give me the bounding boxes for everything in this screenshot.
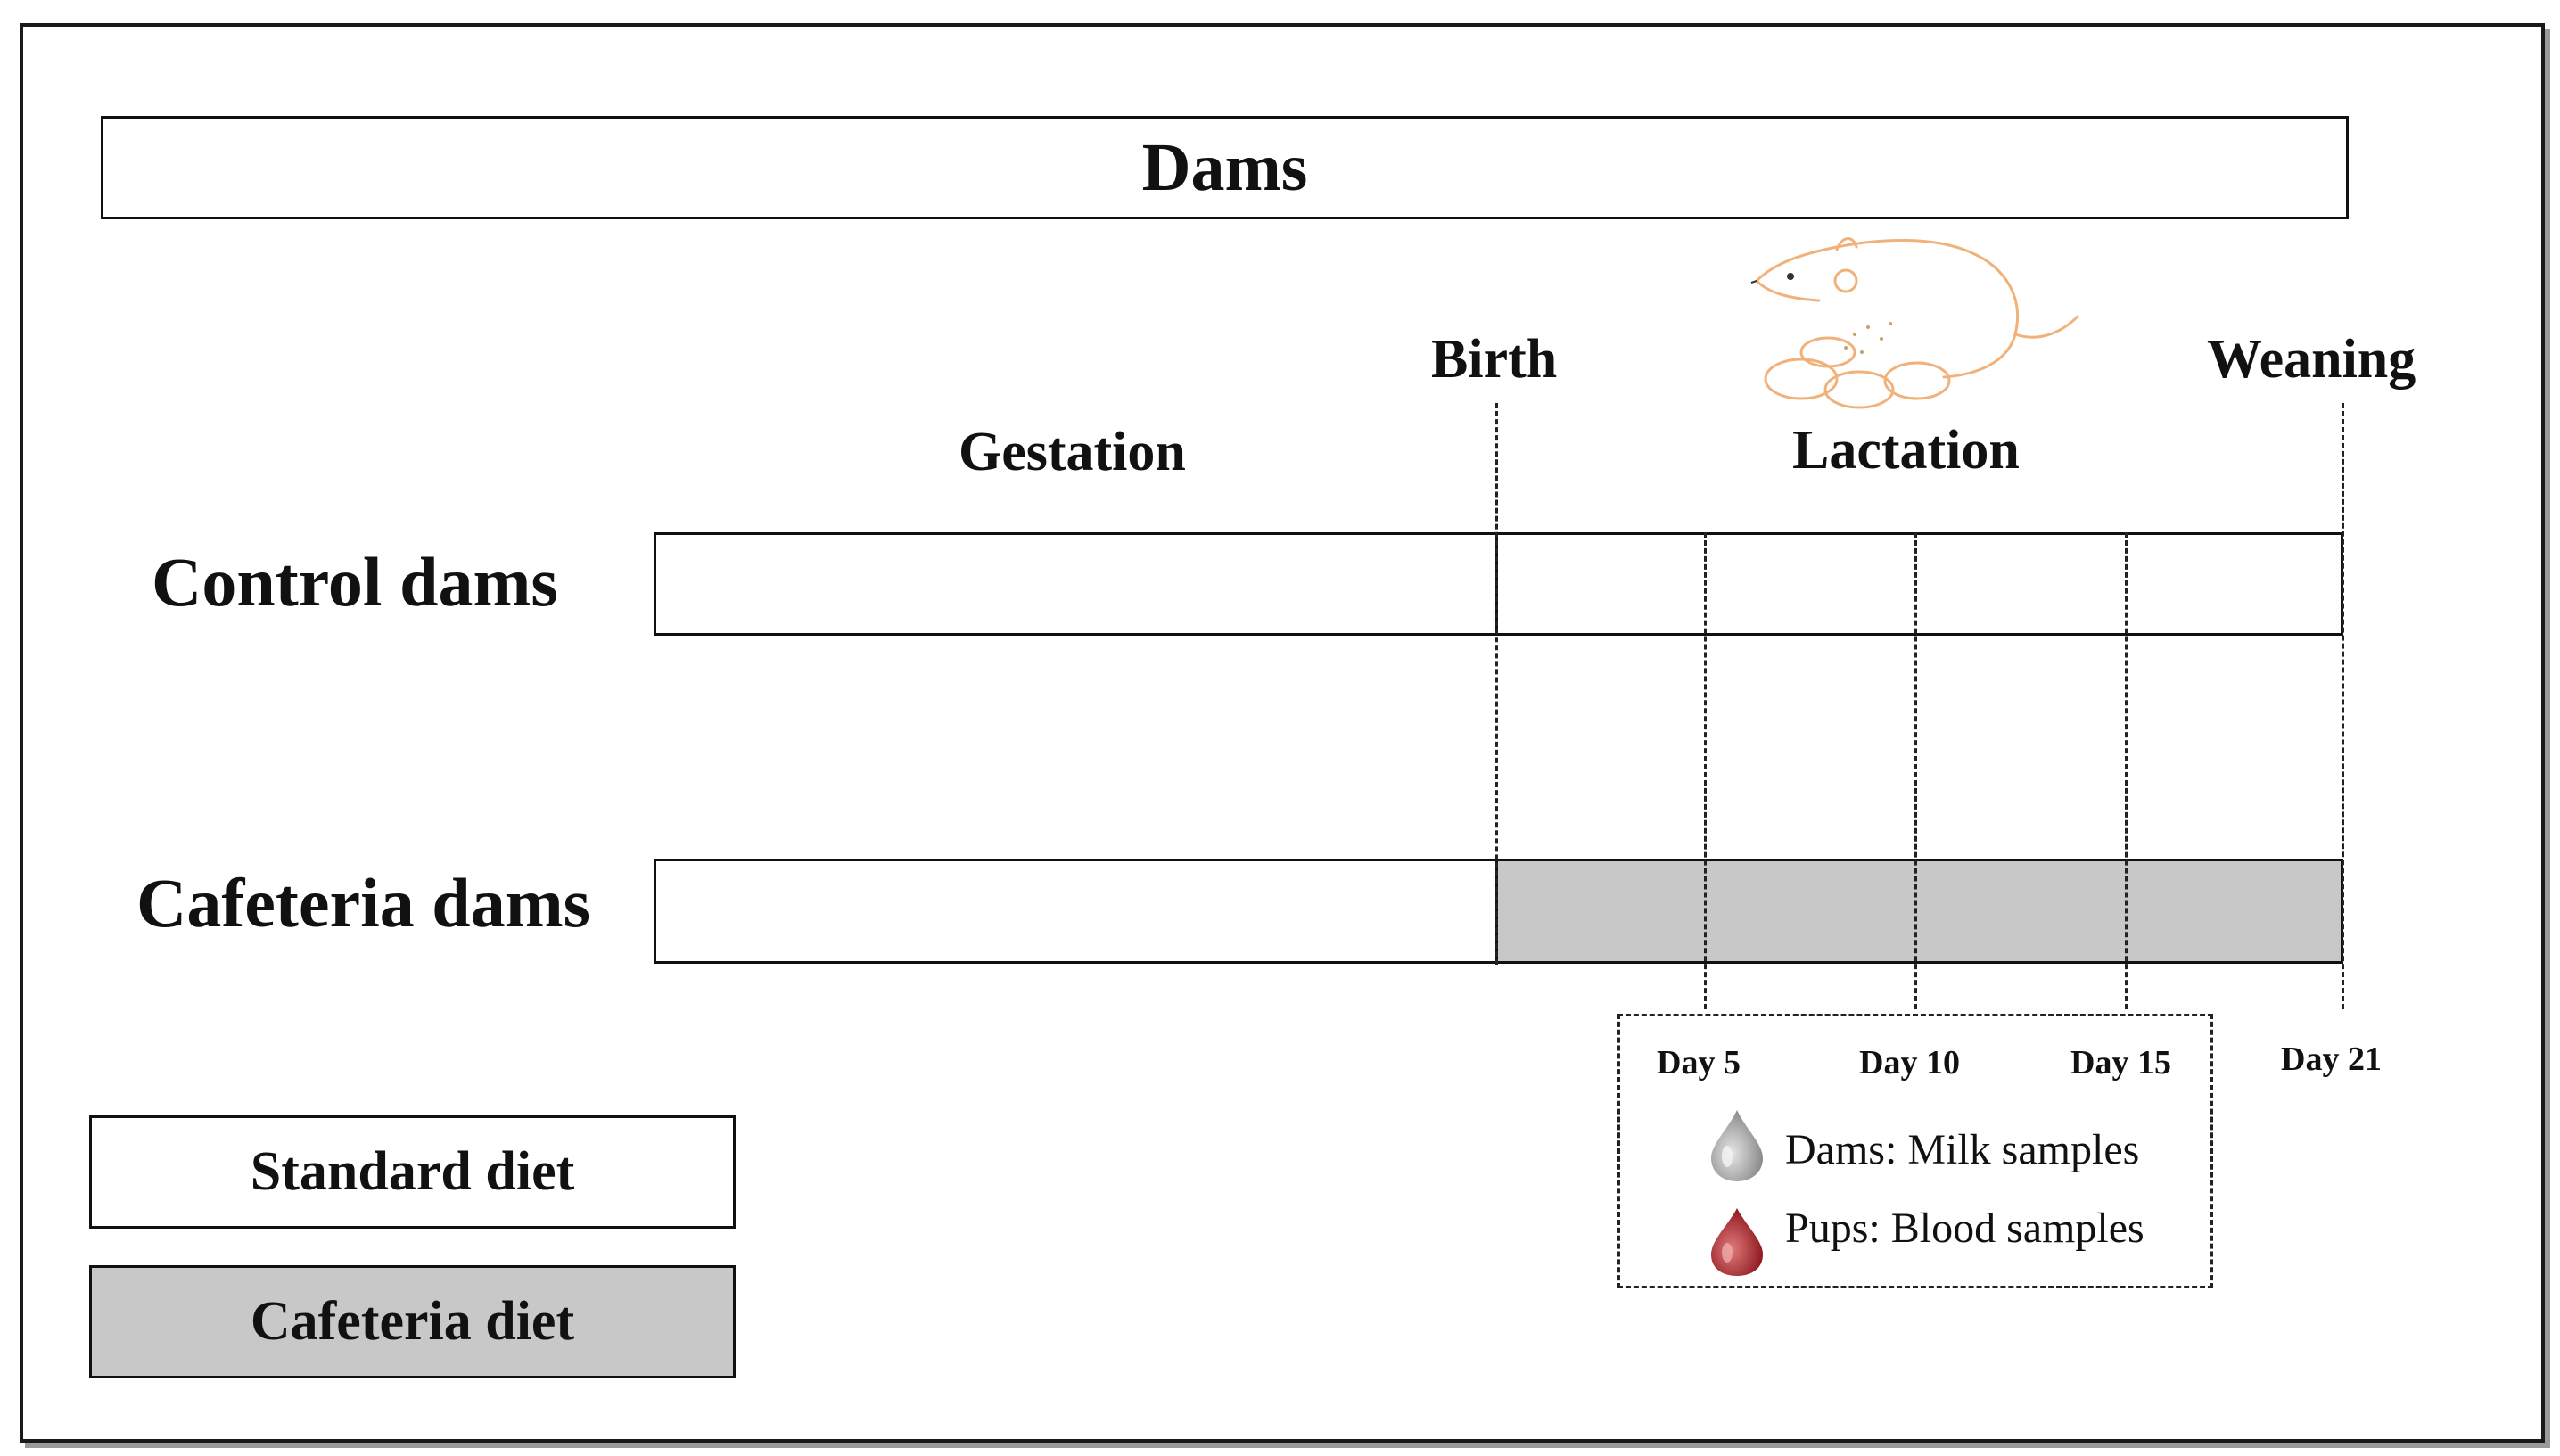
day5-marker-line xyxy=(1704,532,1707,1009)
blood-samples-label: Pups: Blood samples xyxy=(1785,1205,2144,1252)
weaning-marker-line xyxy=(2342,403,2344,1009)
control-gestation-bar xyxy=(654,532,1498,636)
cafeteria-lactation-bar xyxy=(1495,859,2343,964)
day-label-10: Day 10 xyxy=(1859,1044,1960,1082)
legend-standard-diet: Standard diet xyxy=(89,1115,736,1229)
lactation-label: Lactation xyxy=(1792,420,2020,481)
weaning-label: Weaning xyxy=(2207,329,2416,390)
group-label-cafeteria: Cafeteria dams xyxy=(136,864,591,942)
birth-marker-line xyxy=(1495,403,1498,965)
milk-drop-icon xyxy=(1711,1110,1763,1181)
diagram-title: Dams xyxy=(101,116,2349,219)
birth-label: Birth xyxy=(1431,329,1558,390)
day-label-21: Day 21 xyxy=(2281,1041,2382,1078)
day15-marker-line xyxy=(2125,532,2128,1009)
rat-nursing-pups-icon xyxy=(1750,237,2079,409)
legend-cafeteria-diet: Cafeteria diet xyxy=(89,1265,736,1378)
milk-samples-label: Dams: Milk samples xyxy=(1785,1126,2140,1173)
day-label-5: Day 5 xyxy=(1657,1044,1741,1082)
day10-marker-line xyxy=(1914,532,1917,1009)
cafeteria-gestation-bar xyxy=(654,859,1498,964)
control-lactation-bar xyxy=(1495,532,2343,636)
blood-drop-icon xyxy=(1711,1208,1763,1276)
group-label-control: Control dams xyxy=(152,543,558,621)
day-label-15: Day 15 xyxy=(2070,1044,2171,1082)
gestation-label: Gestation xyxy=(959,422,1186,482)
